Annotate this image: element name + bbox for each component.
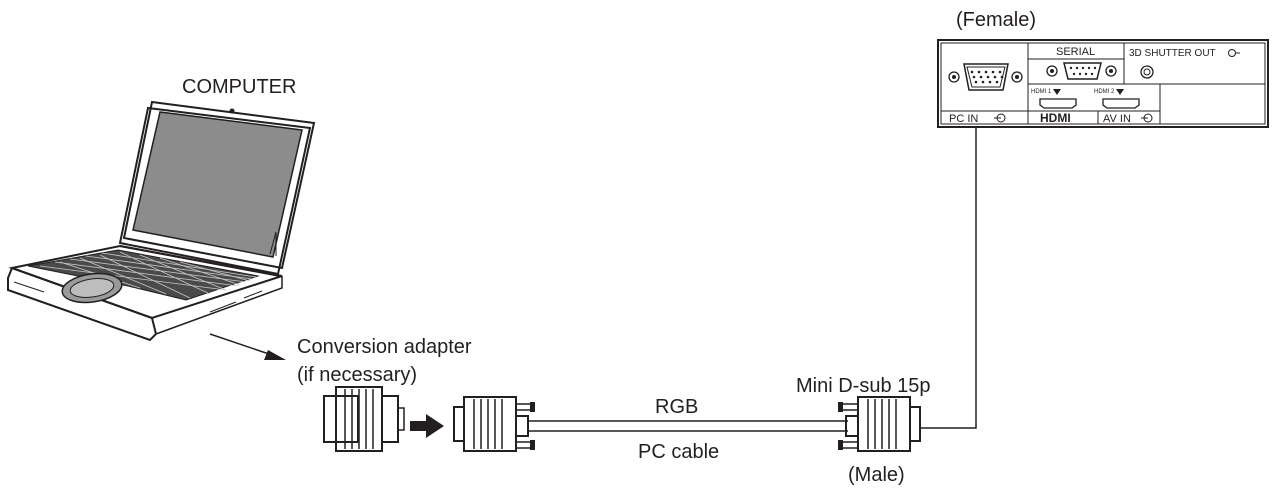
pointer-arrow xyxy=(209,333,286,360)
mini-dsub-connector-male xyxy=(838,396,921,452)
insert-arrow xyxy=(410,414,444,438)
serial-label: SERIAL xyxy=(1056,46,1095,58)
hdmi2-label: HDMI 2 xyxy=(1094,89,1115,95)
pc-in-input-icon xyxy=(994,113,1006,123)
pc-in-label: PC IN xyxy=(949,113,978,125)
if-necessary-label: (if necessary) xyxy=(297,364,417,386)
male-label: (Male) xyxy=(848,464,905,486)
pc-cable-connector-left xyxy=(453,396,535,452)
female-label: (Female) xyxy=(956,9,1036,31)
computer-label: COMPUTER xyxy=(182,76,296,98)
shutter-out-icon xyxy=(1228,49,1240,57)
av-in-input-icon xyxy=(1141,113,1153,123)
av-in-label: AV IN xyxy=(1103,113,1131,125)
hdmi1-label: HDMI 1 xyxy=(1031,89,1052,95)
pc-cable-label: PC cable xyxy=(638,441,719,463)
serial-port xyxy=(1046,62,1117,80)
rgb-label: RGB xyxy=(655,396,698,418)
hdmi1-port xyxy=(1039,98,1077,109)
pc-cable xyxy=(528,420,848,432)
mini-dsub-label: Mini D-sub 15p xyxy=(796,375,931,397)
pc-in-port xyxy=(948,63,1023,91)
hdmi2-port xyxy=(1102,98,1140,109)
conversion-adapter-label: Conversion adapter xyxy=(297,336,472,358)
laptop-screen xyxy=(132,111,303,258)
hdmi-logo: HDMI xyxy=(1040,111,1071,125)
conversion-adapter-connector xyxy=(323,386,405,452)
shutter-out-label: 3D SHUTTER OUT xyxy=(1129,48,1216,59)
shutter-out-jack xyxy=(1140,65,1154,79)
display-terminal-panel: SERIAL 3D SHUTTER OUT HDMI 1 HDMI 2 xyxy=(937,39,1269,128)
laptop-computer-illustration xyxy=(7,100,316,342)
